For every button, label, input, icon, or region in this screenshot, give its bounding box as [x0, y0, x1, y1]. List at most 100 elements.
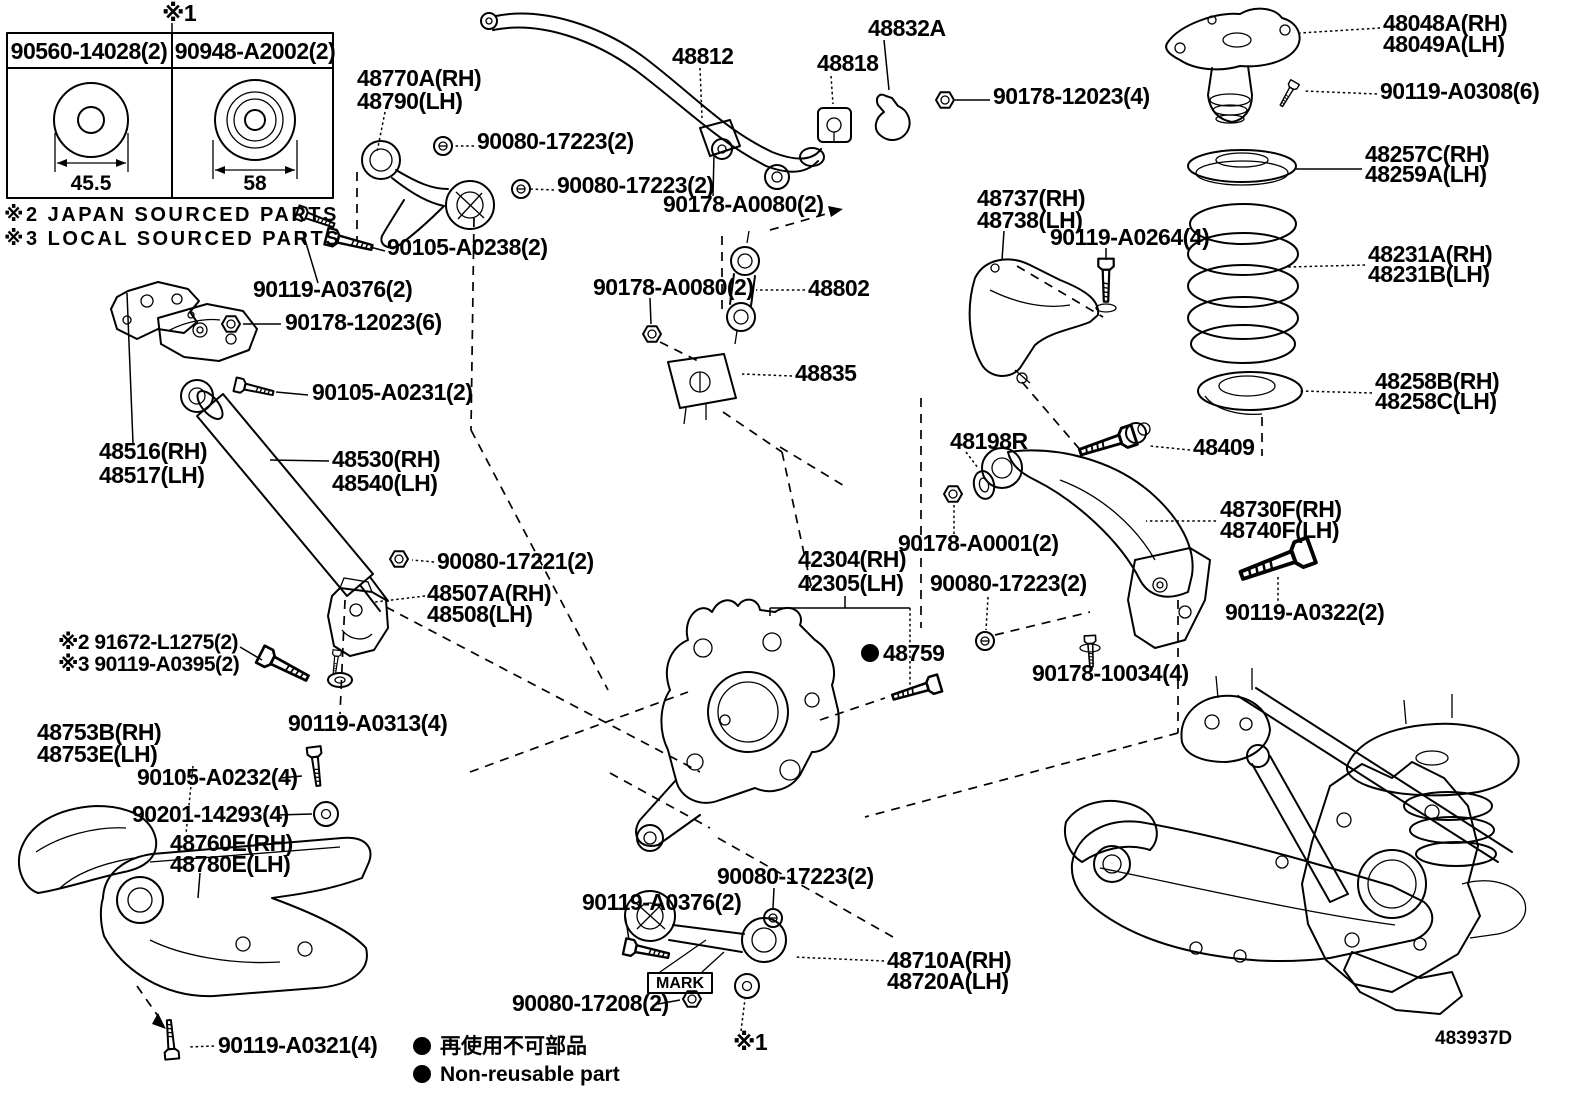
- callout-48730f-rh: 48730F(RH): [1220, 496, 1342, 522]
- mark-box: MARK: [647, 939, 725, 994]
- callout-ref1-bottom: ※1: [733, 1029, 768, 1055]
- callout-90119-a0264: 90119-A0264(4): [1050, 224, 1209, 250]
- shock-absorber-48530: [180, 379, 389, 612]
- callout-48049a-lh: 48049A(LH): [1383, 31, 1505, 57]
- ref-part-left: 90560-14028(2): [11, 38, 168, 64]
- stabilizer-clamp: [699, 119, 741, 157]
- callout-48198r: 48198R: [950, 428, 1028, 454]
- callout-91672-l1275: ※2 91672-L1275(2): [58, 631, 238, 654]
- callout-90080-17223-a: 90080-17223(2): [477, 128, 634, 154]
- callout-48740f-lh: 48740F(LH): [1220, 517, 1339, 543]
- callout-48832a: 48832A: [868, 15, 946, 41]
- reference-table: ※1 90560-14028(2) 90948-A2002(2) 45.5 58: [6, 0, 336, 199]
- callout-48737-rh: 48737(RH): [977, 185, 1085, 211]
- callout-90119-a0376-top: 90119-A0376(2): [253, 276, 412, 302]
- callout-48720a-lh: 48720A(LH): [887, 968, 1009, 994]
- stabilizer-bushing-48818: [817, 107, 852, 143]
- bushing-48835: [667, 353, 737, 425]
- callout-48812: 48812: [672, 43, 733, 69]
- callout-48231b-lh: 48231B(LH): [1368, 261, 1490, 287]
- callout-48516-rh: 48516(RH): [99, 438, 207, 464]
- callout-48258c-lh: 48258C(LH): [1375, 388, 1497, 414]
- callout-90080-17223-center: 90080-17223(2): [930, 570, 1087, 596]
- upper-arm-48730F: [981, 447, 1211, 649]
- non-reusable-bullet-en: [413, 1065, 431, 1083]
- construction-lines: [136, 172, 1263, 1029]
- washer-drawing-left: [53, 82, 129, 158]
- cover-48753B: [18, 805, 158, 894]
- callout-48540-lh: 48540(LH): [332, 470, 437, 496]
- callout-labels: 48770A(RH) 48790(LH) 90080-17223(2) 9008…: [37, 10, 1540, 1058]
- callout-90178-10034: 90178-10034(4): [1032, 660, 1189, 686]
- legend-en: Non-reusable part: [440, 1063, 620, 1086]
- callout-90178-a0001: 90178-A0001(2): [898, 530, 1059, 556]
- ref-marker-top: ※1: [162, 0, 197, 26]
- callout-48259a-lh: 48259A(LH): [1365, 161, 1487, 187]
- stabilizer-bar-48812: [480, 12, 825, 190]
- callout-90178-a0080-link: 90178-A0080(2): [593, 274, 754, 300]
- ref-part-right: 90948-A2002(2): [175, 38, 336, 64]
- callout-90080-17223-b: 90080-17223(2): [557, 172, 714, 198]
- cam-bolt-48409: [1075, 422, 1151, 464]
- assembled-view: [1064, 668, 1527, 1015]
- callout-48759: 48759: [883, 640, 944, 666]
- upper-arm-48770A: [361, 140, 495, 249]
- callout-48409: 48409: [1193, 434, 1254, 460]
- callout-90119-a0313: 90119-A0313(4): [288, 710, 447, 736]
- callout-48760e-rh: 48760E(RH): [170, 830, 293, 856]
- spring-insulator-48258B: [1197, 371, 1303, 416]
- callout-48818: 48818: [817, 50, 879, 76]
- note-japan-sourced: ※2 JAPAN SOURCED PARTS: [4, 204, 339, 226]
- spring-seat-48257C: [1187, 149, 1297, 186]
- support-48048A: [1165, 7, 1301, 124]
- callout-90105-a0231: 90105-A0231(2): [312, 379, 473, 405]
- non-reusable-bullet-48759: [861, 644, 879, 662]
- stabilizer-bracket-48832A: [874, 93, 911, 141]
- callout-48802: 48802: [808, 275, 869, 301]
- washer-drawing-right: [214, 79, 296, 161]
- callout-48780e-lh: 48780E(LH): [170, 851, 290, 877]
- callout-48710a-rh: 48710A(RH): [887, 947, 1011, 973]
- callout-90080-17208: 90080-17208(2): [512, 990, 669, 1016]
- callout-90119-a0395: ※3 90119-A0395(2): [58, 653, 239, 676]
- callout-48048a-rh: 48048A(RH): [1383, 10, 1507, 36]
- callout-90178-a0080-top: 90178-A0080(2): [663, 191, 824, 217]
- knuckle-42304: [635, 598, 840, 852]
- washer-90119-A0313: [327, 672, 353, 688]
- stabilizer-link-48802: [726, 230, 760, 345]
- callout-90178-12023-4: 90178-12023(4): [993, 83, 1150, 109]
- leader-lines: [126, 27, 1381, 1048]
- washer-48198R: [972, 470, 996, 500]
- callout-90201-14293: 90201-14293(4): [132, 801, 289, 827]
- callout-90178-12023-6: 90178-12023(6): [285, 309, 442, 335]
- legend-jp: 再使用不可部品: [440, 1034, 587, 1058]
- callout-90119-a0322: 90119-A0322(2): [1225, 599, 1384, 625]
- callout-90080-17223-bottom: 90080-17223(2): [717, 863, 874, 889]
- coil-spring-48231A: [1187, 203, 1299, 364]
- washer-90119-A0264: [1095, 303, 1117, 313]
- callout-42304-rh: 42304(RH): [798, 546, 906, 572]
- lower-arm-48760E: [99, 836, 372, 998]
- callout-90119-a0376-bottom: 90119-A0376(2): [582, 889, 741, 915]
- callout-48257c-rh: 48257C(RH): [1365, 141, 1489, 167]
- callout-48753e-lh: 48753E(LH): [37, 741, 157, 767]
- note-local-sourced: ※3 LOCAL SOURCED PARTS: [4, 228, 341, 250]
- callout-48835: 48835: [795, 360, 857, 386]
- callout-90119-a0308: 90119-A0308(6): [1380, 78, 1539, 104]
- callout-42305-lh: 42305(LH): [798, 570, 903, 596]
- callout-48517-lh: 48517(LH): [99, 462, 204, 488]
- callout-48507a-rh: 48507A(RH): [427, 580, 551, 606]
- callout-48770a-rh: 48770A(RH): [357, 65, 481, 91]
- mark-label: MARK: [656, 975, 704, 992]
- callout-48258b-rh: 48258B(RH): [1375, 368, 1499, 394]
- callout-48231a-rh: 48231A(RH): [1368, 241, 1492, 267]
- dim-left: 45.5: [71, 172, 112, 195]
- callout-90119-a0321: 90119-A0321(4): [218, 1032, 377, 1058]
- callout-48753b-rh: 48753B(RH): [37, 719, 161, 745]
- legend: 再使用不可部品 Non-reusable part: [413, 1034, 620, 1086]
- callout-90105-a0238: 90105-A0238(2): [387, 234, 548, 260]
- callout-48530-rh: 48530(RH): [332, 446, 440, 472]
